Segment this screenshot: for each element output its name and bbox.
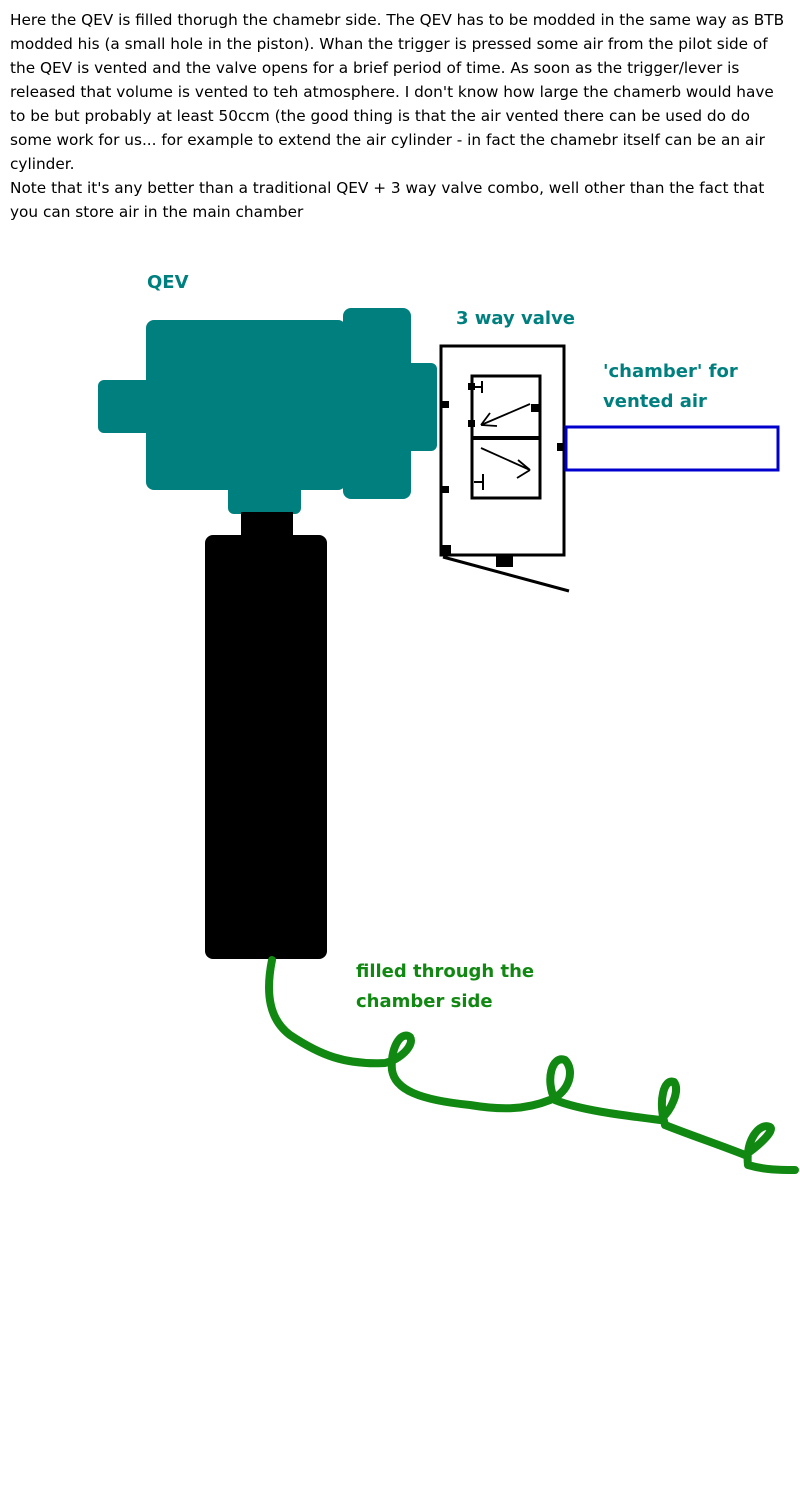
valve-pivot [441,545,451,555]
description-text: Here the QEV is filled thorugh the chame… [10,8,790,224]
fill-label-line1: filled through the [356,961,535,982]
qev-label: QEV [147,272,189,293]
qev-exhaust-port [405,363,437,451]
qev-body [98,308,437,514]
description-paragraph-2: Note that it's any better than a traditi… [10,179,765,221]
tank-neck [241,512,293,538]
valve-symbol-dot-2 [468,420,475,427]
valve-port-left-bottom [442,486,449,493]
valve-blocked-port-bottom [474,474,484,490]
valve-flow-arrow-bottom [480,447,531,479]
valve-flow-arrow-top [480,403,531,427]
qev-main-block [146,320,346,490]
description-paragraph-1: Here the QEV is filled thorugh the chame… [10,11,785,173]
valve-symbol-dot-3 [531,404,540,412]
fill-hose [265,956,799,1174]
vent-chamber-label-line2: vented air [603,391,707,412]
fill-label-line2: chamber side [356,991,493,1012]
air-tank [205,512,327,959]
three-way-valve [439,344,570,593]
three-way-valve-label: 3 way valve [456,308,576,329]
valve-blocked-port-top [474,381,483,393]
qev-bottom-port [228,480,301,514]
vent-chamber-label-line1: 'chamber' for [603,361,738,382]
vent-chamber [564,425,780,472]
qev-right-block [343,308,411,499]
valve-port-left-top [442,401,449,408]
valve-port-right [557,443,565,451]
valve-symbol-dot-1 [468,383,475,390]
trigger-lever [442,555,570,593]
tank-body [205,535,327,959]
valve-plunger [496,555,513,567]
